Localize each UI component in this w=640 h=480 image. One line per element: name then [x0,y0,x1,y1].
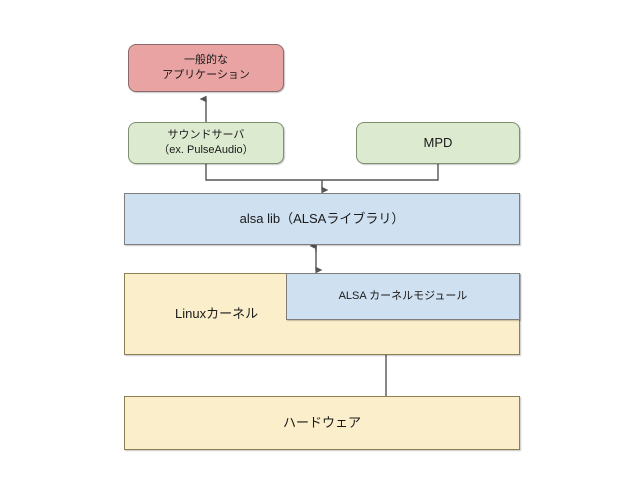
node-hardware[interactable]: ハードウェア [124,396,520,450]
node-alsa-kernel-module[interactable]: ALSA カーネルモジュール [286,273,520,320]
node-alsa-lib[interactable]: alsa lib（ALSAライブラリ） [124,193,520,245]
edge-mpd-to-alsa-lib [322,164,439,181]
node-mpd[interactable]: MPD [356,122,520,164]
edge-sound-server-to-alsa-lib [205,164,322,181]
node-sound-server[interactable]: サウンドサーバ （ex. PulseAudio） [128,122,284,164]
node-application[interactable]: 一般的な アプリケーション [128,44,284,92]
